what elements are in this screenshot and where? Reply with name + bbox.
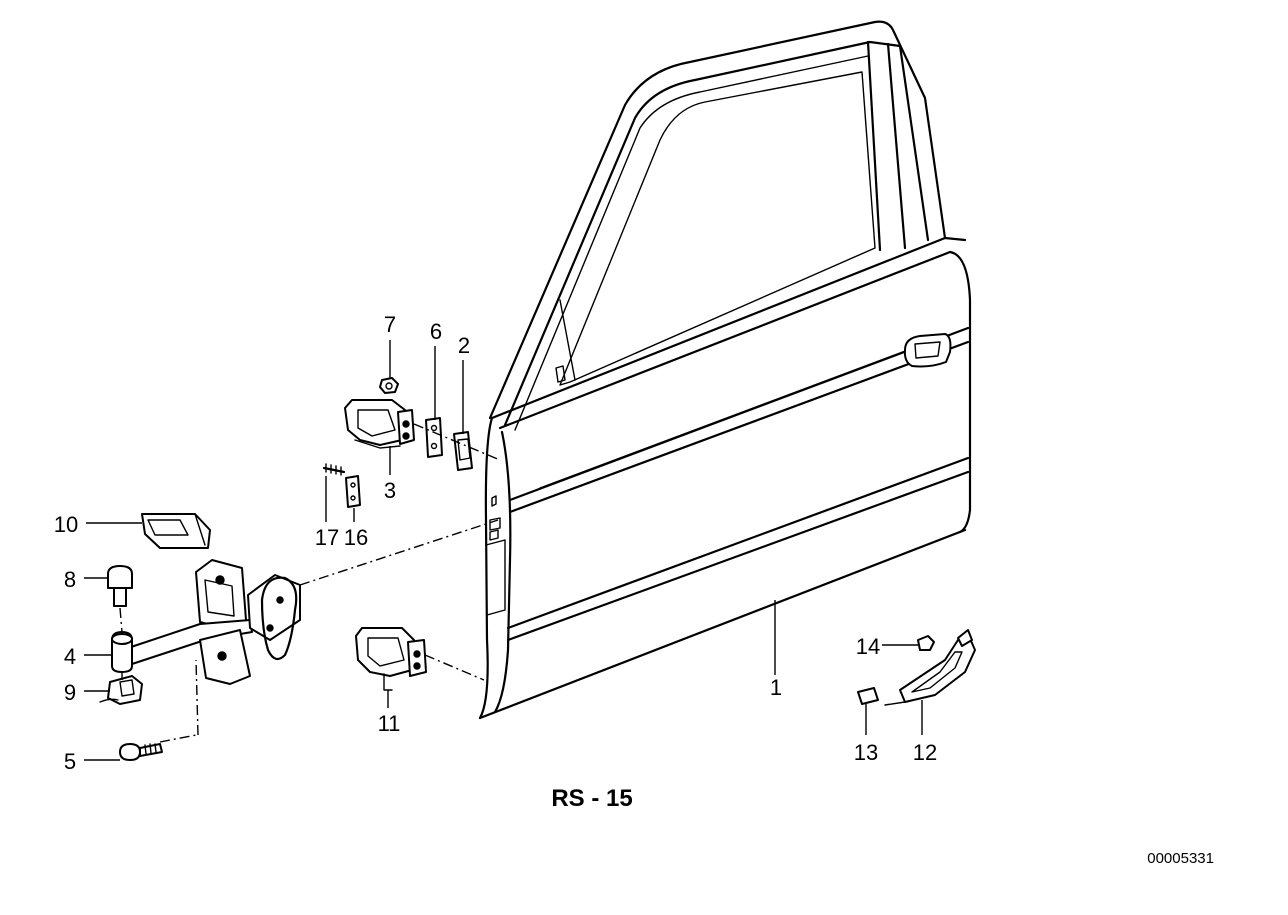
- callout-6: 6: [430, 319, 442, 344]
- callout-12: 12: [913, 740, 937, 765]
- upper-hinge: [344, 399, 415, 449]
- bolt-part-8: [107, 565, 133, 607]
- callout-14: 14: [856, 634, 880, 659]
- screw-part-17: [322, 463, 346, 476]
- clip-part-13: [857, 687, 879, 705]
- callout-7: 7: [384, 312, 396, 337]
- callout-1: 1: [770, 675, 782, 700]
- callout-5: 5: [64, 749, 76, 774]
- callout-3: 3: [384, 478, 396, 503]
- diagram-caption: RS - 15: [551, 785, 632, 812]
- callout-9: 9: [64, 680, 76, 705]
- callout-17: 17: [315, 525, 339, 550]
- callout-2: 2: [458, 333, 470, 358]
- shim-part-2: [453, 431, 473, 471]
- cover-part-10: [141, 513, 211, 549]
- door-shell: [478, 20, 972, 720]
- callout-11: 11: [378, 711, 401, 736]
- bracket-part-12: [884, 629, 976, 706]
- lower-hinge: [355, 627, 427, 691]
- door-check-strap: [127, 559, 301, 685]
- screw-part-14: [917, 635, 935, 651]
- bolt-part-5: [119, 743, 163, 761]
- callout-4: 4: [64, 644, 76, 669]
- plate-part-16: [345, 475, 361, 508]
- diagram-reference-number: 00005331: [1147, 850, 1214, 867]
- bushing-part-4: [111, 631, 133, 673]
- callout-13: 13: [854, 740, 878, 765]
- nut-part-7: [379, 377, 399, 394]
- callout-16: 16: [344, 525, 368, 550]
- clip-part-9: [99, 675, 143, 705]
- callout-10: 10: [54, 512, 78, 537]
- plate-part-6: [425, 417, 443, 458]
- callout-8: 8: [64, 567, 76, 592]
